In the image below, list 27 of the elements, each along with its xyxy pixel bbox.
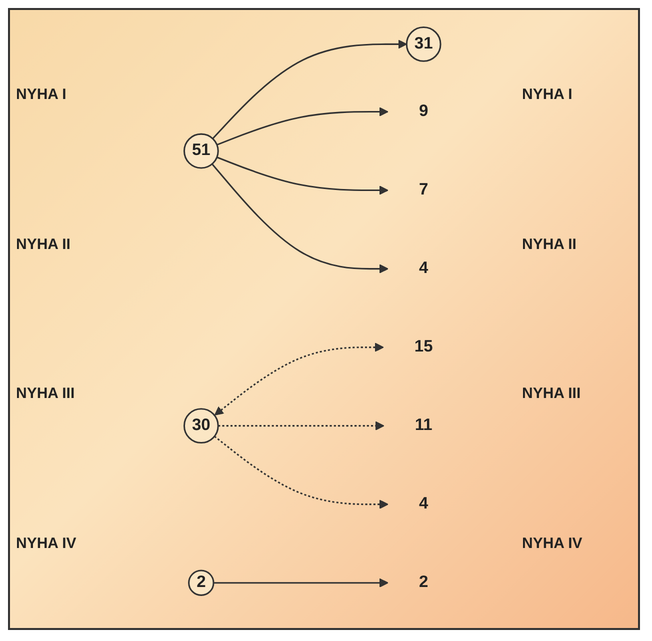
class-label: NYHA III [16, 385, 76, 402]
node-text: 4 [418, 495, 428, 513]
arrow [216, 156, 388, 195]
node-text: 9 [418, 102, 428, 120]
node-circle: 30 [183, 408, 219, 444]
node-circle: 2 [188, 570, 214, 596]
arrow [214, 436, 388, 509]
arrow [214, 578, 388, 588]
class-label: NYHA III [522, 385, 582, 402]
arrow [212, 40, 408, 140]
arrow [218, 421, 384, 430]
class-label: NYHA IV [16, 534, 78, 552]
class-label: NYHA II [522, 236, 578, 253]
node-text: 2 [418, 574, 428, 592]
node-circle: 31 [406, 26, 442, 62]
node-text: 4 [418, 259, 428, 278]
arrow [212, 163, 388, 274]
node-circle: 51 [183, 133, 219, 169]
arrow [214, 342, 384, 416]
node-text: 15 [414, 338, 433, 356]
node-text: 11 [414, 416, 432, 434]
class-label: NYHA I [16, 86, 68, 104]
node-text: 7 [418, 180, 428, 199]
class-label: NYHA II [16, 236, 72, 253]
class-label: NYHA I [522, 86, 574, 104]
arrow [216, 107, 388, 146]
class-label: NYHA IV [522, 534, 584, 552]
